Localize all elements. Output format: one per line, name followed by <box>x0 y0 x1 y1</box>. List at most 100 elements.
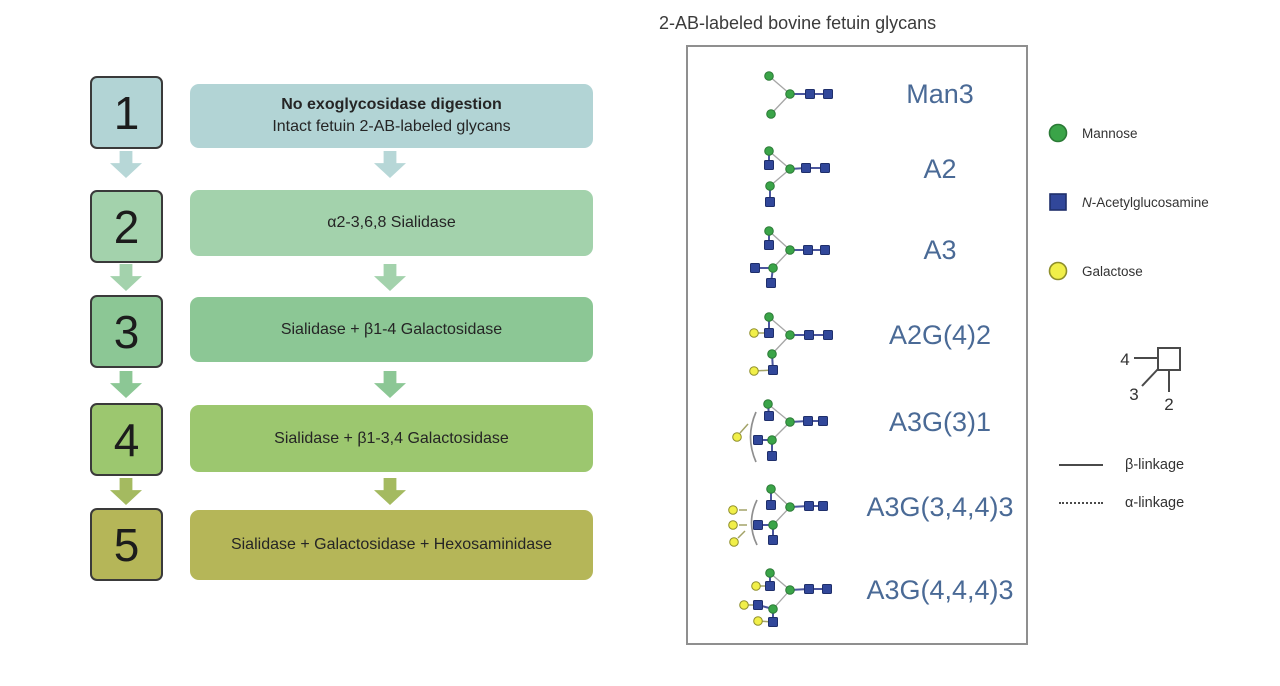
step-subtitle: Intact fetuin 2-AB-labeled glycans <box>272 118 511 135</box>
mannose-node <box>785 164 795 174</box>
legend-beta-linkage: β-linkage <box>1059 455 1184 475</box>
panel-title: 2-AB-labeled bovine fetuin glycans <box>659 13 937 33</box>
mannose-node <box>785 585 795 595</box>
mannose-node <box>768 520 778 530</box>
down-arrow-icon <box>374 264 406 291</box>
legend-alpha-linkage: α-linkage <box>1059 493 1184 513</box>
glycan-label: A3G(3,4,4)3 <box>866 491 1014 522</box>
mannose-node <box>766 109 776 119</box>
legend-item-galactose: Galactose <box>1047 258 1143 284</box>
linkage-position-diagram: 4 3 2 <box>1120 347 1181 414</box>
n-acetylglucosamine-node <box>766 500 776 510</box>
beta-linkage-label: β-linkage <box>1125 457 1185 473</box>
mannose-node <box>765 181 775 191</box>
n-acetylglucosamine-node <box>753 520 763 530</box>
glycan-structure-a2g42 <box>695 291 855 379</box>
mannose-node <box>764 226 774 236</box>
mannose-node <box>764 146 774 156</box>
mannose-icon <box>1047 122 1069 144</box>
mannose-node <box>785 330 795 340</box>
galactose-node <box>728 505 738 515</box>
legend-label: Mannose <box>1082 125 1138 141</box>
n-acetylglucosamine-node <box>804 584 814 594</box>
n-acetylglucosamine-node <box>803 245 813 255</box>
step-box-5: Sialidase + Galactosidase + Hexosaminida… <box>190 510 593 580</box>
down-arrow-icon <box>110 264 142 291</box>
step-box-2: α2-3,6,8 Sialidase <box>190 190 593 256</box>
n-acetylglucosamine-node <box>823 89 833 99</box>
n-acetylglucosamine-node <box>764 160 774 170</box>
n-acetylglucosamine-node <box>768 535 778 545</box>
mannose-node <box>768 604 778 614</box>
n-acetylglucosamine-node <box>767 451 777 461</box>
galactose-node <box>739 600 749 610</box>
linkage-line <box>737 530 746 539</box>
n-acetylglucosamine-node <box>822 584 832 594</box>
glycan-label: A3G(4,4,4)3 <box>866 574 1014 605</box>
step-title: α2-3,6,8 Sialidase <box>327 214 456 232</box>
down-arrow-icon <box>374 371 406 398</box>
n-acetylglucosamine-node <box>820 245 830 255</box>
step-number-text: 2 <box>113 200 140 253</box>
beta-linkage-line <box>1059 464 1103 466</box>
n-acetylglucosamine-node <box>768 617 778 627</box>
galactose-node <box>728 520 738 530</box>
step-box-1: No exoglycosidase digestion Intact fetui… <box>190 84 593 148</box>
glycan-label: A2G(4)2 <box>888 319 992 350</box>
step-number-text: 3 <box>113 305 140 358</box>
glycan-structure-a3g4443 <box>695 546 855 634</box>
step-box-4: Sialidase + β1-3,4 Galactosidase <box>190 405 593 472</box>
down-arrow-icon <box>110 478 142 505</box>
step-box-3: Sialidase + β1-4 Galactosidase <box>190 297 593 362</box>
mannose-node <box>763 399 773 409</box>
down-arrow-icon <box>110 151 142 178</box>
glycan-structure-a3g31 <box>695 378 855 466</box>
n-acetylglucosamine-node <box>818 416 828 426</box>
galactose-node <box>749 328 759 338</box>
n-acetylglucosamine-node <box>764 411 774 421</box>
alpha-linkage-label: α-linkage <box>1125 495 1185 511</box>
mannose-node <box>767 349 777 359</box>
n-acetylglucosamine-node <box>805 89 815 99</box>
n-acetylglucosamine-node <box>823 330 833 340</box>
linkage-line <box>739 423 749 434</box>
galactose-node <box>751 581 761 591</box>
mannose-node <box>767 435 777 445</box>
glycan-structure-a3g3443 <box>695 463 855 551</box>
n-acetylglucosamine-node <box>768 365 778 375</box>
step-title: Sialidase + β1-3,4 Galactosidase <box>274 429 509 447</box>
galactose-node <box>729 537 739 547</box>
n-acetylglucosamine-node <box>764 328 774 338</box>
legend-item-glcnac: N-Acetylglucosamine <box>1047 189 1209 215</box>
mannose-node <box>785 245 795 255</box>
step-title: Sialidase + β1-4 Galactosidase <box>280 320 503 338</box>
galactose-node <box>753 616 763 626</box>
step-number-4: 4 <box>90 403 163 476</box>
position-4-label: 4 <box>1120 350 1129 369</box>
n-acetylglucosamine-node <box>818 501 828 511</box>
mannose-node <box>785 417 795 427</box>
step-title: No exoglycosidase digestion <box>281 96 502 114</box>
mannose-node <box>764 312 774 322</box>
glycan-label: Man3 <box>906 78 974 109</box>
position-3-label: 3 <box>1129 385 1138 404</box>
bracket <box>750 499 758 546</box>
n-acetylglucosamine-node <box>804 501 814 511</box>
step-number-text: 4 <box>113 413 140 466</box>
mannose-node <box>765 568 775 578</box>
n-acetylglucosamine-node <box>750 263 760 273</box>
n-acetylglucosamine-node <box>766 278 776 288</box>
n-acetylglucosamine-node <box>765 197 775 207</box>
glycan-structure-a2 <box>695 125 855 213</box>
n-acetylglucosamine-node <box>804 330 814 340</box>
n-acetylglucosamine-node <box>764 240 774 250</box>
glycan-label: A3G(3)1 <box>888 406 992 437</box>
glycan-label: A2 <box>923 153 957 184</box>
n-acetylglucosamine-node <box>753 600 763 610</box>
alpha-linkage-line <box>1059 502 1103 504</box>
mannose-node <box>785 502 795 512</box>
position-3-line <box>1141 368 1159 387</box>
down-arrow-icon <box>374 151 406 178</box>
n-acetylglucosamine-node <box>820 163 830 173</box>
n-acetylglucosamine-node <box>753 435 763 445</box>
